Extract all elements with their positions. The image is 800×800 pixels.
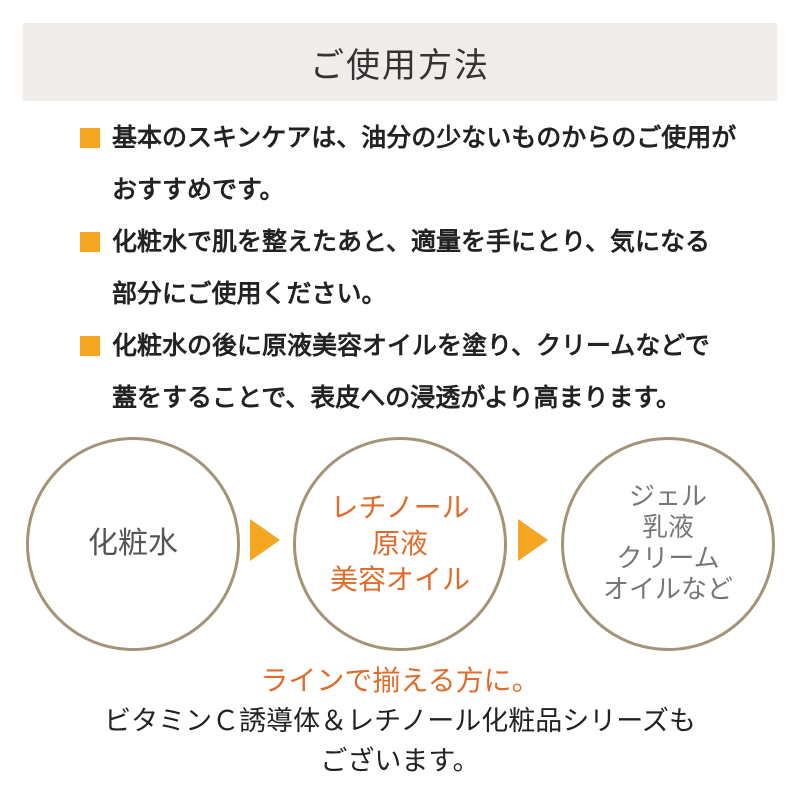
step-circle-moisturizer: ジェル 乳液 クリーム オイルなど: [561, 437, 775, 651]
bullet-square-icon: [80, 128, 100, 148]
instruction-item: 化粧水で肌を整えたあと、適量を手にとり、気になる 部分にご使用ください。: [80, 216, 760, 320]
instruction-line: 蓋をすることで、表皮への浸透がより高まります。: [80, 372, 760, 424]
arrow-right-icon: [518, 519, 548, 561]
header-banner: ご使用方法: [23, 23, 777, 101]
step-circle-retinol-oil: レチノール 原液 美容オイル: [293, 437, 507, 651]
step-label: 美容オイル: [329, 562, 470, 596]
instruction-text: 蓋をすることで、表皮への浸透がより高まります。: [112, 383, 682, 412]
step-label: オイルなど: [602, 575, 733, 606]
instruction-item: 化粧水の後に原液美容オイルを塗り、クリームなどで 蓋をすることで、表皮への浸透が…: [80, 320, 760, 424]
instruction-text: おすすめです。: [112, 175, 285, 204]
footer-note: ラインで揃える方に。 ビタミンＣ誘導体＆レチノール化粧品シリーズも ございます。: [0, 660, 800, 782]
instruction-text: 化粧水で肌を整えたあと、適量を手にとり、気になる: [112, 227, 711, 256]
step-label: 化粧水: [88, 525, 178, 561]
instruction-line: おすすめです。: [80, 164, 760, 216]
instruction-line: 化粧水の後に原液美容オイルを塗り、クリームなどで: [80, 320, 760, 372]
arrow-right-icon: [250, 519, 280, 561]
instruction-line: 化粧水で肌を整えたあと、適量を手にとり、気になる: [80, 216, 760, 268]
instruction-text: 基本のスキンケアは、油分の少ないものからのご使用が: [112, 123, 737, 152]
instruction-line: 基本のスキンケアは、油分の少ないものからのご使用が: [80, 112, 760, 164]
instruction-line: 部分にご使用ください。: [80, 268, 760, 320]
step-label: レチノール: [330, 491, 470, 525]
footer-text: ございます。: [320, 746, 480, 777]
step-label: 原液: [371, 527, 428, 561]
footer-accent-text: ラインで揃える方に。: [260, 664, 540, 697]
instruction-text: 化粧水の後に原液美容オイルを塗り、クリームなどで: [112, 331, 710, 360]
step-label: ジェル: [628, 481, 707, 512]
bullet-square-icon: [80, 336, 100, 356]
bullet-square-icon: [80, 232, 100, 252]
step-circle-toner: 化粧水: [26, 437, 240, 651]
page-title: ご使用方法: [310, 45, 490, 86]
instructions-list: 基本のスキンケアは、油分の少ないものからのご使用が おすすめです。 化粧水で肌を…: [80, 112, 760, 424]
step-label: クリーム: [616, 544, 720, 574]
step-label: 乳液: [641, 512, 694, 543]
instruction-item: 基本のスキンケアは、油分の少ないものからのご使用が おすすめです。: [80, 112, 760, 216]
footer-text: ビタミンＣ誘導体＆レチノール化粧品シリーズも: [104, 706, 696, 737]
instruction-text: 部分にご使用ください。: [112, 279, 387, 308]
